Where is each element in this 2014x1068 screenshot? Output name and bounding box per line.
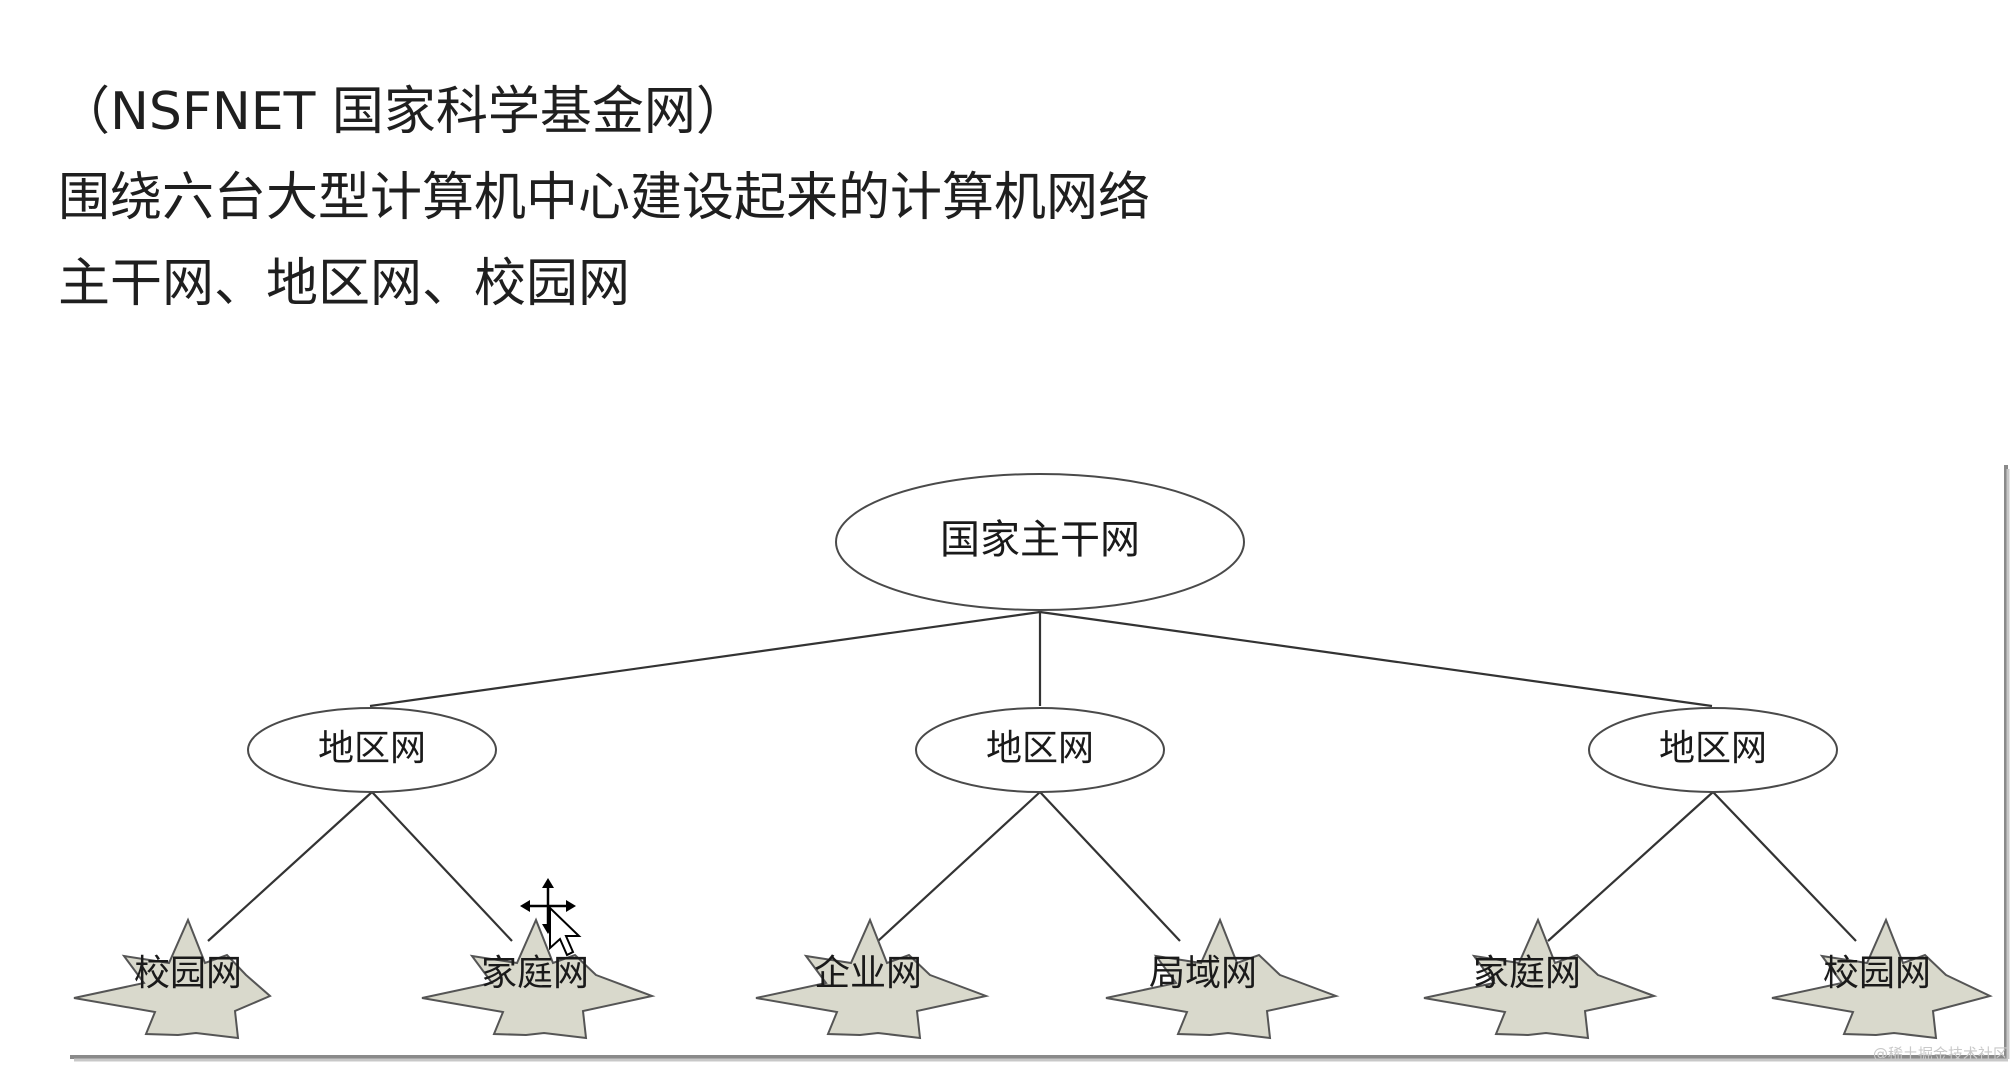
leaf-node-region-2-a: 企业网	[755, 917, 990, 1040]
region-node-1: 地区网	[247, 707, 497, 793]
root-node-national-backbone: 国家主干网	[835, 473, 1245, 611]
leaf-node-region-3-b: 校园网	[1771, 917, 1993, 1040]
region-node-ellipse	[915, 707, 1165, 793]
diagram-canvas: 国家主干网 地区网 地区网 地区网 校园网 家庭网	[70, 465, 2010, 1062]
leaf-node-region-1-a: 校园网	[73, 917, 272, 1040]
diagram-edges	[207, 610, 1857, 942]
edge-region-3-leaf-1	[1547, 791, 1714, 942]
diagram-frame-border	[70, 465, 2010, 1062]
region-node-2: 地区网	[915, 707, 1165, 793]
region-node-label: 地区网	[1659, 728, 1767, 769]
network-hierarchy-diagram: 国家主干网 地区网 地区网 地区网 校园网 家庭网	[70, 463, 2010, 1063]
region-node-3: 地区网	[1588, 707, 1838, 793]
watermark-text: @稀土掘金技术社区	[1872, 1045, 2008, 1063]
slide-subheading-description: 围绕六台大型计算机中心建设起来的计算机网络	[58, 168, 1151, 228]
leaf-star-shape	[755, 917, 990, 1040]
edge-region-1-leaf-1	[207, 791, 373, 942]
edge-region-2-leaf-2	[1039, 791, 1181, 942]
slide-heading-nsfnet: （NSFNET 国家科学基金网）	[58, 82, 748, 142]
region-node-label: 地区网	[318, 728, 426, 769]
leaf-star-shape	[421, 917, 656, 1040]
leaf-node-region-2-b: 局域网	[1105, 917, 1340, 1040]
edge-root-region-3	[1039, 610, 1713, 708]
leaf-star-shape	[1423, 917, 1658, 1040]
root-node-label: 国家主干网	[940, 517, 1140, 563]
region-node-label: 地区网	[986, 728, 1094, 769]
leaf-star-shape	[1771, 917, 1993, 1040]
slide-subheading-hierarchy: 主干网、地区网、校园网	[58, 254, 631, 314]
leaf-node-label: 企业网	[814, 953, 922, 994]
leaf-star-shape	[1105, 917, 1340, 1040]
leaf-node-label: 家庭网	[1473, 953, 1581, 994]
region-node-ellipse	[1588, 707, 1838, 793]
leaf-node-label: 校园网	[1823, 953, 1931, 994]
mouse-cursor-move-icon	[520, 878, 582, 957]
leaf-node-region-3-a: 家庭网	[1423, 917, 1658, 1040]
root-node-ellipse	[835, 473, 1245, 611]
edge-region-1-leaf-2	[371, 791, 513, 942]
region-node-ellipse	[247, 707, 497, 793]
leaf-node-region-1-b: 家庭网	[421, 917, 656, 1040]
leaf-star-shape	[73, 917, 272, 1040]
edge-root-region-1	[369, 610, 1041, 708]
leaf-node-label: 校园网	[134, 953, 242, 994]
leaf-node-label: 局域网	[1149, 953, 1257, 994]
edge-region-2-leaf-1	[877, 791, 1041, 942]
leaf-node-label: 家庭网	[481, 953, 589, 994]
edge-region-3-leaf-2	[1712, 791, 1857, 942]
